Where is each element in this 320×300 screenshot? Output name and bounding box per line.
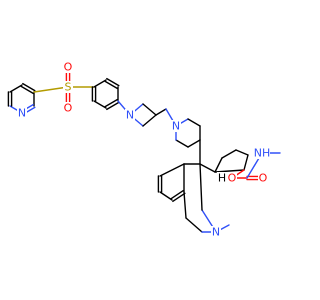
stereo-hydrogen-label: H xyxy=(218,172,226,185)
bond-iqG-iqF xyxy=(185,217,203,233)
bond-cp1-cp2 xyxy=(214,157,223,173)
bond-pip5-pip6 xyxy=(175,139,189,148)
isoquinoline-nitrogen-label: N xyxy=(212,226,220,239)
atom-label-background xyxy=(258,172,268,184)
bond-cp2-cp3 xyxy=(221,149,237,159)
sulfone-sulfur-label: S xyxy=(65,81,72,94)
bond-iqD-q xyxy=(199,163,203,211)
bond-b2-b3 xyxy=(104,80,118,90)
amide-nh-label: NH xyxy=(254,147,271,160)
ester-oxygen-label: O xyxy=(228,172,237,185)
bond-b4-b5 xyxy=(106,101,120,111)
bond-b5-b6 xyxy=(93,100,107,109)
bond-iqA-ar1 xyxy=(159,163,185,177)
molecule-structure: N S O O N N H O O NH N xyxy=(7,61,281,239)
bond-py4-py5 xyxy=(20,85,34,95)
bond-cp4-cp5 xyxy=(243,154,249,171)
atom-label-background xyxy=(63,61,73,73)
atom-label-background xyxy=(63,81,73,93)
bond-ar2-ar3 xyxy=(159,191,173,201)
atom-label-background xyxy=(254,147,270,159)
bond-ar3-ar4 xyxy=(172,192,186,203)
bond-lines xyxy=(7,66,281,233)
pyridine-nitrogen-label: N xyxy=(18,107,26,120)
atom-labels: N S O O N N H O O NH N xyxy=(17,61,270,239)
bond-cp5-cp1 xyxy=(214,169,245,173)
atom-label-background xyxy=(211,226,221,238)
sulfone-oxygen-bottom-label: O xyxy=(64,102,73,115)
bond-b2-b3 xyxy=(106,77,120,87)
bond-b1-b2 xyxy=(93,79,107,88)
atom-label-background xyxy=(63,102,73,114)
carbonyl-oxygen-label: O xyxy=(259,172,268,185)
bond-cp3-cp4 xyxy=(235,149,249,156)
atom-label-background xyxy=(217,172,227,184)
atom-label-background xyxy=(17,107,27,119)
bond-azC2-azC3 xyxy=(142,114,157,127)
bond-py5-S xyxy=(33,86,69,93)
bond-b4-b5 xyxy=(104,98,118,108)
bond-ar4-iqG xyxy=(183,191,187,219)
bond-azC3-ch2 xyxy=(155,108,167,116)
bond-q-cp1 xyxy=(199,163,216,173)
azetidine-nitrogen-label: N xyxy=(126,109,134,122)
bond-pip4-pip5 xyxy=(187,139,201,148)
bond-azC1-azC3 xyxy=(142,103,157,116)
sulfone-oxygen-top-label: O xyxy=(64,61,73,74)
bond-py3-py4 xyxy=(9,84,23,93)
bond-ar3-ar4 xyxy=(170,189,184,200)
bond-pip2-pip3 xyxy=(187,118,201,127)
atom-label-background xyxy=(171,120,181,132)
piperidine-nitrogen-label: N xyxy=(172,120,180,133)
atom-label-background xyxy=(227,172,237,184)
atom-label-background xyxy=(125,109,135,121)
bond-py4-py5 xyxy=(22,82,36,92)
